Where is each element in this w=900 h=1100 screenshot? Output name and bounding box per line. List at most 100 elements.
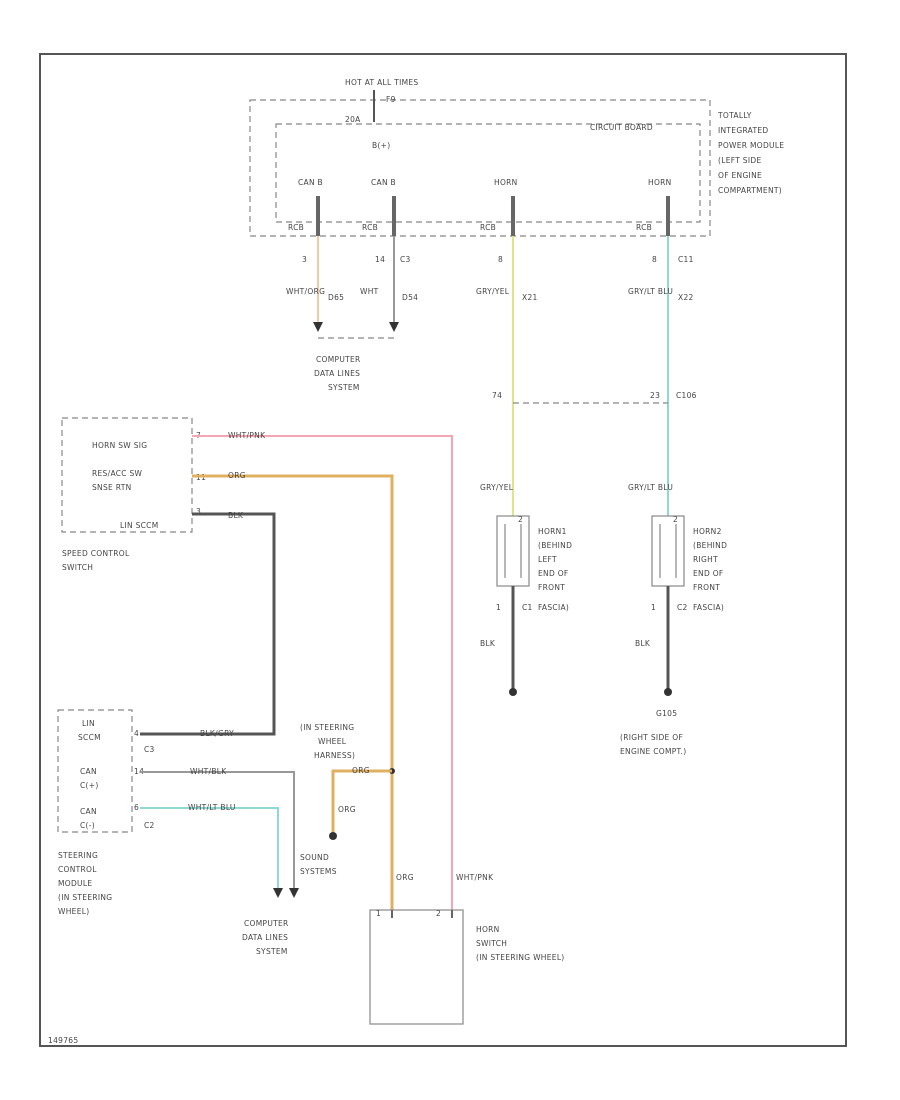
cdl-bottom-3: SYSTEM	[256, 947, 288, 956]
horn-switch-body	[369, 909, 464, 1025]
c106-label: C106	[676, 391, 697, 400]
tipm-pin-label-2: CAN B	[371, 178, 396, 187]
c106-left-pin: 74	[492, 391, 502, 400]
speed-row-pin-3: 3	[196, 507, 201, 516]
circuit-board-label: CIRCUIT BOARD	[590, 123, 653, 132]
horn2-desc-3: RIGHT	[693, 555, 718, 564]
harness-desc-1: (IN STEERING	[300, 723, 354, 732]
horn1-ground-terminal	[509, 688, 517, 696]
horn2-desc-6: FASCIA)	[693, 603, 724, 612]
tipm-fuse-amp: 20A	[345, 115, 361, 124]
x22-circuit: X22	[678, 293, 694, 302]
horn2-wire-color: GRY/LT BLU	[628, 483, 673, 492]
horn1-pin2: 2	[518, 515, 523, 524]
wire-harness-stub	[331, 769, 392, 835]
wire-can-c-minus	[140, 807, 279, 888]
scm-row-label-3b: C(-)	[80, 821, 95, 830]
scm-desc-5: WHEEL)	[58, 907, 89, 916]
sound-systems-2: SYSTEMS	[300, 867, 337, 876]
wire-res-acc	[192, 474, 394, 910]
horn2-desc-4: END OF	[693, 569, 724, 578]
tipm-fuse-code-2: RCB	[362, 223, 378, 232]
horn2-pin2: 2	[673, 515, 678, 524]
tipm-outline	[249, 99, 711, 237]
speed-row-label-2a: RES/ACC SW	[92, 469, 143, 478]
tipm-pin-num-3: 8	[498, 255, 503, 264]
harness-wire: ORG	[352, 766, 370, 775]
speed-control-switch-outline	[61, 417, 193, 533]
horn-switch-wire-right: WHT/PNK	[456, 873, 494, 882]
tipm-pin-label-1: CAN B	[298, 178, 323, 187]
horn-switch-desc-1: HORN	[476, 925, 500, 934]
tipm-conn-2: C3	[400, 255, 411, 264]
tipm-fuse-code-3: RCB	[480, 223, 496, 232]
x22-wire-color: GRY/LT BLU	[628, 287, 673, 296]
speed-switch-desc-1: SPEED CONTROL	[62, 549, 130, 558]
tipm-fuse-code-4: RCB	[636, 223, 652, 232]
speed-row-label-3: LIN SCCM	[120, 521, 159, 530]
scm-row-conn-3: C2	[144, 821, 155, 830]
scm-desc-3: MODULE	[58, 879, 92, 888]
scm-row-label-1b: SCCM	[78, 733, 101, 742]
scm-row-wire-3: WHT/LT BLU	[188, 803, 236, 812]
harness-desc-3: HARNESS)	[314, 751, 355, 760]
horn1-desc-4: END OF	[538, 569, 569, 578]
cdl-top-1: COMPUTER	[316, 355, 361, 364]
horn1-desc-3: LEFT	[538, 555, 557, 564]
cdl-bottom-terminal-left	[273, 888, 283, 898]
tipm-desc-5: OF ENGINE	[718, 171, 762, 180]
tipm-desc-3: POWER MODULE	[718, 141, 784, 150]
horn2-desc-5: FRONT	[693, 583, 720, 592]
scm-desc-2: CONTROL	[58, 865, 97, 874]
sound-systems-1: SOUND	[300, 853, 329, 862]
cdl-bottom-1: COMPUTER	[244, 919, 289, 928]
horn-switch-pin-right: 2	[436, 909, 441, 918]
c106-right-pin: 23	[650, 391, 660, 400]
ground-desc-2: ENGINE COMPT.)	[620, 747, 686, 756]
circuit-board-outline	[275, 123, 701, 223]
scm-row-label-2a: CAN	[80, 767, 97, 776]
cdl-terminal-left	[313, 322, 323, 332]
scm-row-label-2b: C(+)	[80, 781, 99, 790]
tipm-fuse: F9	[386, 95, 396, 104]
speed-switch-desc-2: SWITCH	[62, 563, 93, 572]
b-plus-label: B(+)	[372, 141, 390, 150]
x21-circuit: X21	[522, 293, 538, 302]
horn2-desc-1: HORN2	[693, 527, 722, 536]
scm-row-pin-2: 14	[134, 767, 144, 776]
tipm-hot-label: HOT AT ALL TIMES	[345, 78, 418, 87]
d65-wire-color: WHT/ORG	[286, 287, 325, 296]
tipm-desc-6: COMPARTMENT)	[718, 186, 782, 195]
steering-control-module-outline	[57, 709, 133, 833]
scm-desc-1: STEERING	[58, 851, 98, 860]
speed-row-wire-1: WHT/PNK	[228, 431, 266, 440]
tipm-pin-num-1: 3	[302, 255, 307, 264]
horn-switch: 1 2 HORN SWITCH (IN STEERING WHEEL)	[369, 909, 565, 1025]
speed-row-wire-2: ORG	[228, 471, 246, 480]
horn1-desc-6: FASCIA)	[538, 603, 569, 612]
scm-row-conn-1: C3	[144, 745, 155, 754]
horn1-pin1: 1	[496, 603, 501, 612]
horn2-body	[651, 515, 685, 587]
diagram-frame	[39, 53, 847, 1047]
wire-can-c-plus	[140, 771, 295, 888]
cdl-bottom-2: DATA LINES	[242, 933, 288, 942]
wire-lin-sccm	[140, 512, 276, 736]
scm-desc-4: (IN STEERING	[58, 893, 112, 902]
cdl-terminal-right	[389, 322, 399, 332]
tipm-desc-4: (LEFT SIDE	[718, 156, 761, 165]
ground-name: G105	[656, 709, 677, 718]
horn2-desc-2: (BEHIND	[693, 541, 727, 550]
horn-switch-pin-left: 1	[376, 909, 381, 918]
horn1-ground-wire-color: BLK	[480, 639, 496, 648]
horn1: 2 1 C1 HORN1 (BEHIND LEFT END OF FRONT F…	[496, 515, 572, 612]
horn-switch-desc-2: SWITCH	[476, 939, 507, 948]
scm-row-label-3a: CAN	[80, 807, 97, 816]
cdl-top-2: DATA LINES	[314, 369, 360, 378]
tipm-pin-num-2: 14	[375, 255, 385, 264]
horn-switch-desc-3: (IN STEERING WHEEL)	[476, 953, 565, 962]
tipm-desc-1: TOTALLY	[717, 111, 752, 120]
speed-row-wire-3: BLK	[228, 511, 244, 520]
horn1-conn: C1	[522, 603, 533, 612]
